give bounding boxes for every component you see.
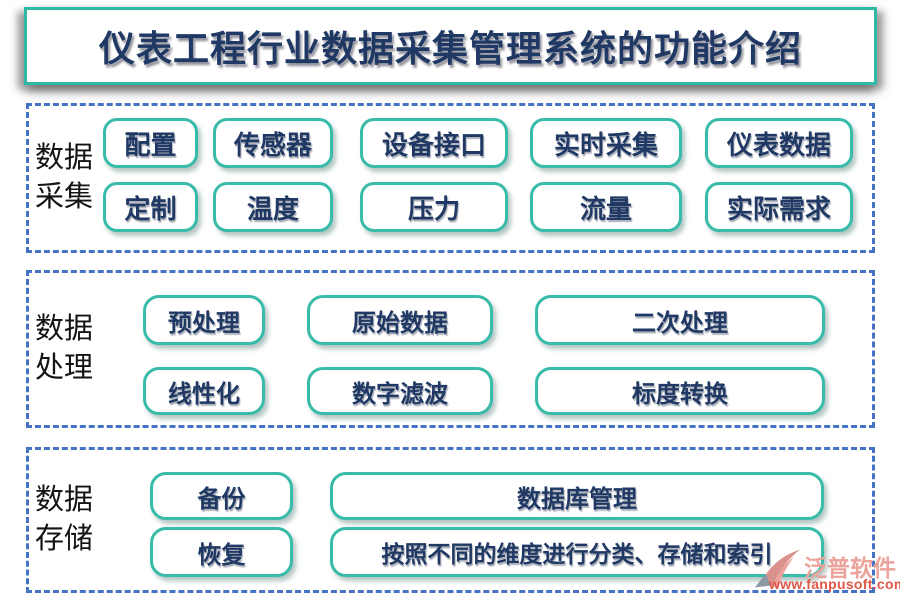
feature-box-actual-demand: 实际需求 (705, 182, 853, 232)
watermark: 泛普软件 www.fanpusoft.com (748, 543, 900, 597)
feature-box-device-interface: 设备接口 (360, 118, 508, 168)
feature-box-database-management: 数据库管理 (330, 472, 824, 520)
feature-box-classify-store-index: 按照不同的维度进行分类、存储和索引 (330, 527, 824, 577)
feature-box-instrument-data: 仪表数据 (705, 118, 853, 168)
feature-box-linearization: 线性化 (143, 367, 265, 415)
feature-box-config: 配置 (103, 118, 198, 168)
page-title: 仪表工程行业数据采集管理系统的功能介绍 (98, 29, 802, 69)
section-label-data-collection: 数据采集 (35, 142, 94, 213)
section-data-collection-panel (26, 103, 875, 253)
feature-box-flow: 流量 (530, 182, 682, 232)
watermark-brand: 泛普软件 (804, 555, 896, 581)
section-label-data-storage: 数据存储 (35, 484, 94, 555)
feature-box-preprocess: 预处理 (143, 295, 265, 345)
feature-box-scale-conversion: 标度转换 (535, 367, 825, 415)
feature-box-pressure: 压力 (360, 182, 508, 232)
fanpu-pen-logo-icon (754, 549, 801, 588)
section-data-processing-panel (26, 270, 875, 428)
feature-box-secondary-processing: 二次处理 (535, 295, 825, 345)
feature-box-sensor: 传感器 (213, 118, 333, 168)
section-label-data-processing: 数据处理 (35, 313, 94, 384)
feature-box-restore: 恢复 (150, 527, 293, 577)
feature-box-raw-data: 原始数据 (307, 295, 493, 345)
feature-box-temperature: 温度 (213, 182, 333, 232)
watermark-url: www.fanpusoft.com (769, 576, 900, 592)
title-banner: 仪表工程行业数据采集管理系统的功能介绍 (24, 7, 877, 85)
feature-box-backup: 备份 (150, 472, 293, 520)
section-data-storage-panel (26, 447, 875, 593)
feature-box-custom: 定制 (103, 182, 198, 232)
feature-box-realtime-collect: 实时采集 (530, 118, 682, 168)
feature-box-digital-filter: 数字滤波 (307, 367, 493, 415)
